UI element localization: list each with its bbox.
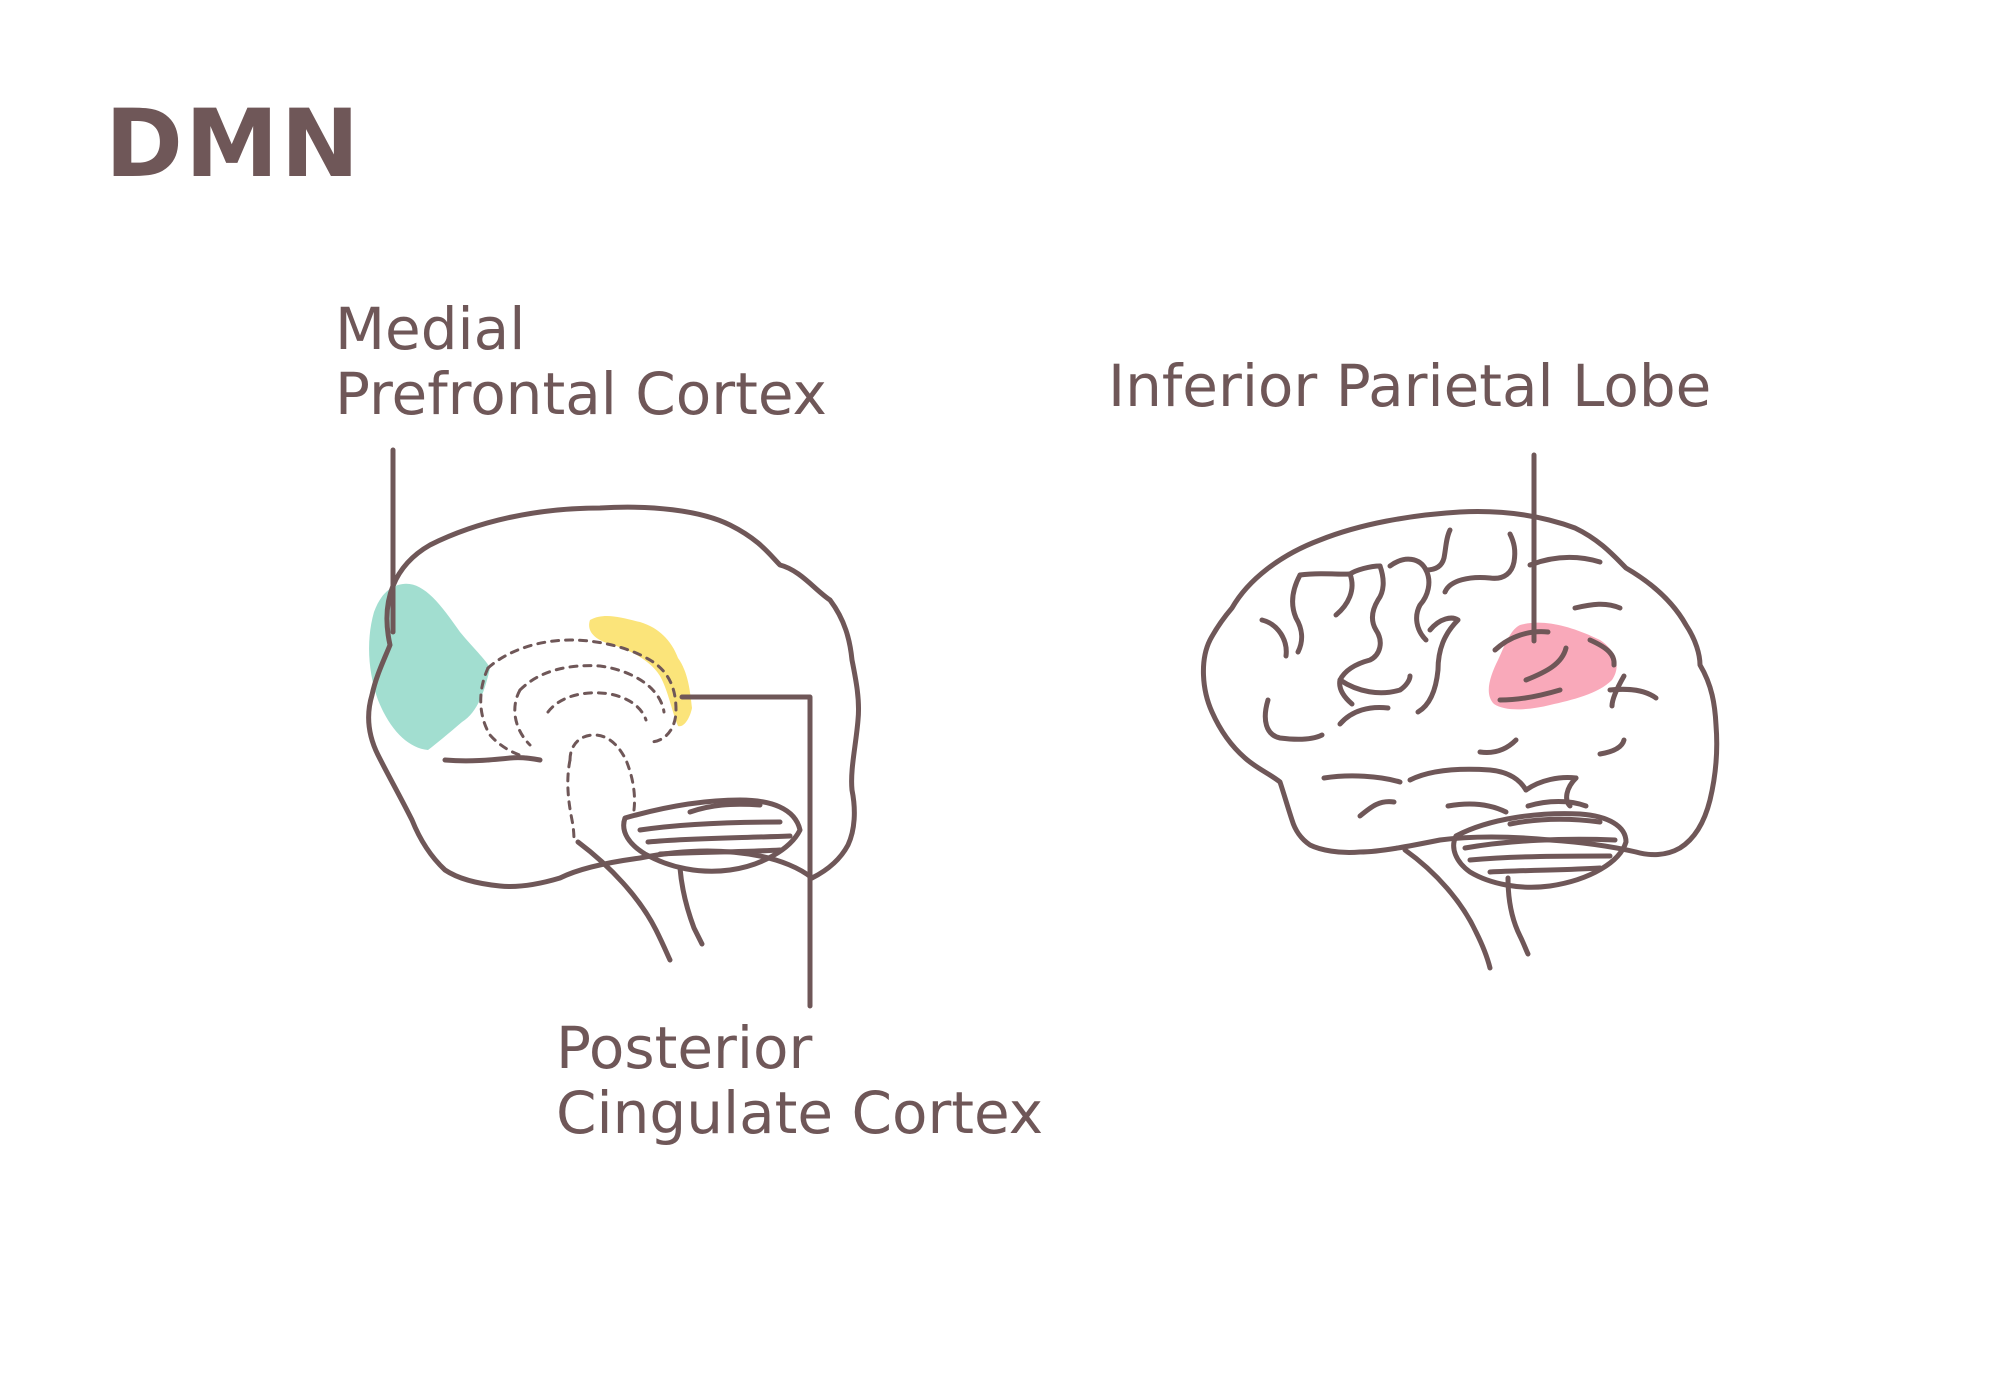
inferior-parietal-lobe-label: Inferior Parietal Lobe [1108, 354, 1711, 419]
medial-prefrontal-cortex-region [369, 583, 490, 750]
inferior-parietal-lobe-label-text: Inferior Parietal Lobe [1108, 352, 1712, 420]
lateral-brainstem [1402, 847, 1493, 971]
lateral-brain-outline [1200, 509, 1720, 858]
medial-brainstem [575, 839, 673, 963]
posterior-cingulate-cortex-label-line2: Cingulate Cortex [556, 1078, 1044, 1147]
medial-prefrontal-cortex-label-line1: Medial [335, 295, 526, 363]
lateral-cerebellum [1451, 811, 1629, 890]
medial-prefrontal-cortex-label: Medial Prefrontal Cortex [335, 297, 827, 427]
medial-brain-outline [366, 504, 861, 889]
medial-cerebellum [621, 797, 803, 874]
lateral-brain-view [1200, 452, 1720, 971]
posterior-cingulate-cortex-label-line1: Posterior [556, 1014, 813, 1082]
medial-dashed-structures [479, 638, 678, 844]
posterior-cingulate-cortex-label: Posterior Cingulate Cortex [556, 1016, 1043, 1146]
diagram-title: DMN [105, 90, 362, 199]
medial-brain-view [366, 447, 861, 1009]
medial-prefrontal-cortex-label-line2: Prefrontal Cortex [335, 359, 827, 428]
posterior-cingulate-cortex-region [589, 616, 692, 727]
lateral-sulci [1259, 527, 1659, 819]
posterior-cingulate-cortex-pointer [679, 694, 813, 1009]
